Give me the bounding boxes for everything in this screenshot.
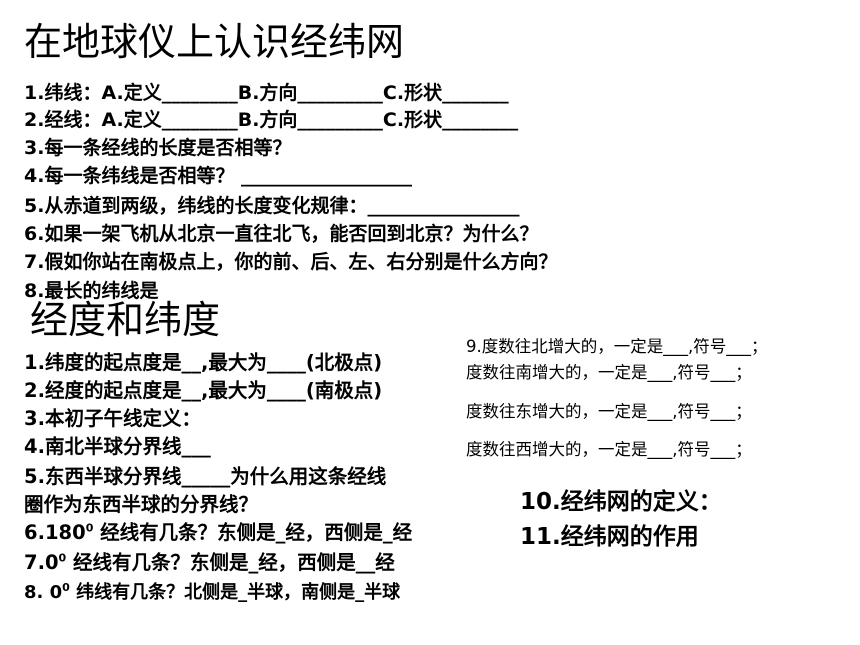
section2-question-8: 8. 00 纬线有几条？北侧是_半球，南侧是_半球 bbox=[24, 580, 400, 606]
section2-question-5: 5.东西半球分界线_____为什么用这条经线 bbox=[24, 465, 387, 488]
question-7: 7.假如你站在南极点上，你的前、后、左、右分别是什么方向？ bbox=[24, 251, 558, 273]
section2-question-2: 2.经度的起点度是__,最大为____(南极点) bbox=[24, 379, 383, 402]
degree-mark: 0 bbox=[85, 521, 94, 535]
page-title: 在地球仪上认识经纬网 bbox=[24, 20, 405, 64]
q8-prefix: 8. 0 bbox=[24, 582, 63, 603]
section2-question-7: 7.00 经线有几条？东侧是_经，西侧是__经 bbox=[24, 550, 395, 576]
question-9-west: 度数往西增大的，一定是___,符号___； bbox=[466, 440, 752, 459]
degree-mark: 0 bbox=[62, 581, 70, 594]
question-10: 10.经纬网的定义： bbox=[520, 489, 722, 515]
q7-text: 经线有几条？东侧是_经，西侧是__经 bbox=[66, 551, 395, 574]
question-11: 11.经纬网的作用 bbox=[520, 524, 699, 550]
degree-mark: 0 bbox=[58, 551, 67, 565]
question-6: 6.如果一架飞机从北京一直往北飞，能否回到北京？为什么？ bbox=[24, 223, 539, 245]
section-title: 经度和纬度 bbox=[30, 298, 221, 342]
section2-question-6: 6.1800 经线有几条？东侧是_经，西侧是_经 bbox=[24, 520, 412, 546]
section2-question-5-cont: 圈作为东西半球的分界线？ bbox=[24, 493, 259, 516]
q6-prefix: 6.180 bbox=[24, 521, 86, 544]
question-8: 8.最长的纬线是 bbox=[24, 280, 159, 302]
section2-question-4: 4.南北半球分界线___ bbox=[24, 435, 211, 458]
section2-question-1: 1.纬度的起点度是__,最大为____(北极点) bbox=[24, 351, 383, 374]
q7-prefix: 7.0 bbox=[24, 551, 59, 574]
question-4: 4.每一条纬线是否相等？ __________________ bbox=[24, 165, 413, 187]
question-9: 9.度数往北增大的，一定是___,符号___； bbox=[466, 337, 768, 356]
question-5: 5.从赤道到两级，纬线的长度变化规律：________________ bbox=[24, 195, 520, 217]
q8-text: 纬线有几条？北侧是_半球，南侧是_半球 bbox=[69, 582, 401, 603]
q6-text: 经线有几条？东侧是_经，西侧是_经 bbox=[93, 521, 413, 544]
section2-question-3: 3.本初子午线定义： bbox=[24, 407, 201, 430]
question-3: 3.每一条经线的长度是否相等？ bbox=[24, 137, 292, 159]
question-9-east: 度数往东增大的，一定是___,符号___； bbox=[466, 402, 752, 421]
question-1: 1.纬线：A.定义________B.方向_________C.形状______… bbox=[24, 82, 509, 104]
question-9-south: 度数往南增大的，一定是___,符号___； bbox=[466, 363, 752, 382]
question-2: 2.经线：A.定义________B.方向_________C.形状______… bbox=[24, 109, 519, 131]
